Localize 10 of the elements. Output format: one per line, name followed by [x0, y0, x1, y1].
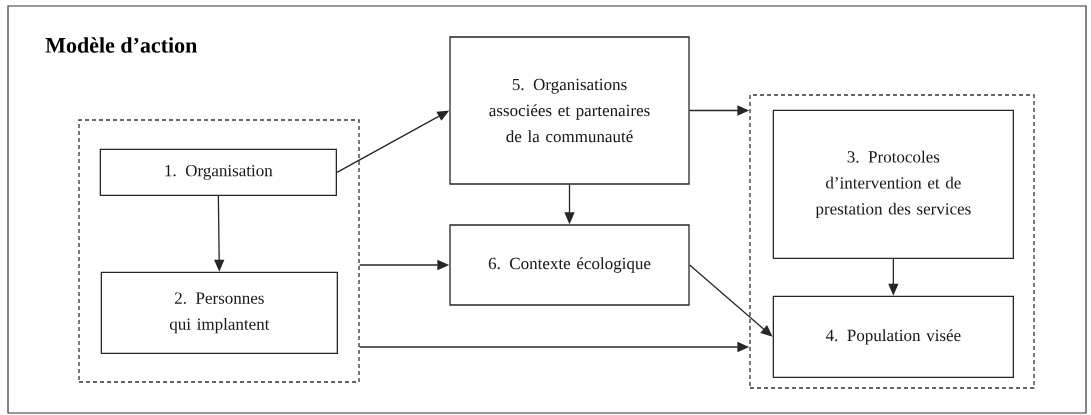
process-box: 4. Population visée: [772, 295, 1014, 378]
group-box: [749, 94, 1035, 389]
group-box: [78, 119, 360, 383]
process-box: 3. Protocoles d’intervention et de prestation des services: [772, 109, 1014, 259]
arrow: [689, 264, 773, 337]
process-box: 6. Contexte écologique: [449, 224, 690, 306]
process-box: 1. Organisation: [99, 148, 337, 196]
title: Modèle d’action: [45, 37, 198, 53]
process-box: 2. Personnes qui implantent: [100, 271, 338, 354]
process-box: 5. Organisations associées et partenaires de la communauté: [449, 36, 690, 185]
